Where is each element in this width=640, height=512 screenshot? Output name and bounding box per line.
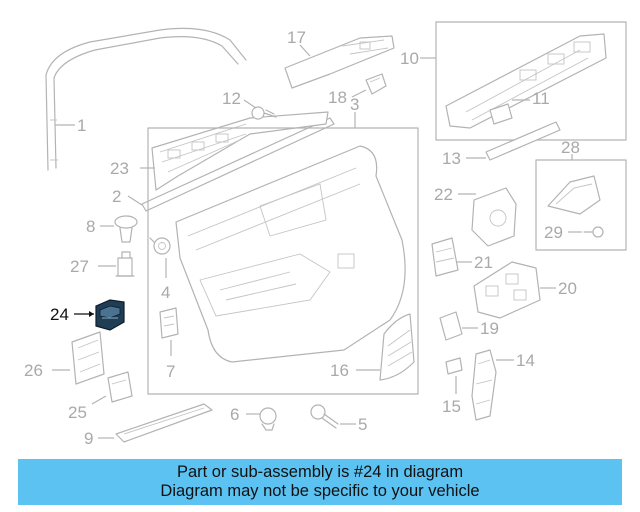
callout-28: 28 <box>561 138 580 157</box>
part-29-screw[interactable] <box>583 226 604 238</box>
part-22-mirror-switch[interactable] <box>471 187 517 247</box>
part-14-vertical-trim[interactable] <box>471 349 497 421</box>
part-6-nut[interactable] <box>259 407 277 431</box>
part-13-trim-strip[interactable] <box>485 121 561 161</box>
part-10-master-switch[interactable] <box>435 21 627 141</box>
part-17-switch-bezel[interactable] <box>284 35 395 89</box>
callout-14: 14 <box>516 351 535 370</box>
part-8-push-clip[interactable] <box>114 215 138 243</box>
part-24-switch[interactable] <box>95 299 125 331</box>
callout-20: 20 <box>558 279 577 298</box>
callout-1: 1 <box>77 116 86 135</box>
callout-12: 12 <box>222 89 241 108</box>
callout-3: 3 <box>350 95 359 114</box>
callout-6: 6 <box>230 405 239 424</box>
callout-2: 2 <box>112 187 121 206</box>
banner-line-1: Part or sub-assembly is #24 in diagram <box>176 463 464 481</box>
info-banner: Part or sub-assembly is #24 in diagram D… <box>18 459 622 505</box>
banner-line-2: Diagram may not be specific to your vehi… <box>160 482 480 500</box>
part-7-bracket[interactable] <box>159 307 179 339</box>
part-18-clip[interactable] <box>365 73 387 95</box>
callout-17: 17 <box>287 28 306 47</box>
callout-11: 11 <box>532 89 550 108</box>
part-2-belt-strip[interactable] <box>141 117 335 212</box>
callout-21: 21 <box>474 253 493 272</box>
part-11-connector[interactable] <box>489 103 513 125</box>
part-4-grommet[interactable] <box>149 237 171 255</box>
part-23-trim-panel[interactable] <box>151 111 329 191</box>
callout-13: 13 <box>442 149 461 168</box>
callout-16: 16 <box>330 361 349 380</box>
part-21-switch[interactable] <box>431 237 459 277</box>
callout-4: 4 <box>161 283 170 302</box>
part-19-switch[interactable] <box>439 311 463 341</box>
part-28-handle-assembly[interactable] <box>535 159 627 251</box>
callout-26: 26 <box>24 361 43 380</box>
callout-22: 22 <box>434 185 453 204</box>
part-1-window-molding[interactable] <box>45 27 247 171</box>
part-20-window-switch[interactable] <box>473 261 541 319</box>
callout-8: 8 <box>86 217 95 236</box>
part-12-screw[interactable] <box>251 106 277 120</box>
callout-29: 29 <box>544 223 563 242</box>
part-9-sill-plate[interactable] <box>115 403 213 443</box>
callout-18: 18 <box>328 88 347 107</box>
callout-24: 24 <box>50 305 69 324</box>
part-5-bolt[interactable] <box>310 404 339 429</box>
part-15-clip[interactable] <box>445 357 463 375</box>
callout-5: 5 <box>358 415 367 434</box>
callout-27: 27 <box>70 257 89 276</box>
callout-15: 15 <box>442 397 461 416</box>
part-26-switch-housing[interactable] <box>71 331 105 385</box>
callout-7: 7 <box>166 362 175 381</box>
callout-19: 19 <box>480 319 499 338</box>
callout-10: 10 <box>400 49 419 68</box>
callout-23: 23 <box>110 159 129 178</box>
part-16-speaker-grille[interactable] <box>379 313 415 381</box>
part-3-door-panel[interactable] <box>147 127 419 395</box>
part-25-small-switch[interactable] <box>107 371 133 403</box>
callout-9: 9 <box>84 429 93 448</box>
callout-25: 25 <box>68 403 87 422</box>
part-27-retainer[interactable] <box>115 251 135 277</box>
